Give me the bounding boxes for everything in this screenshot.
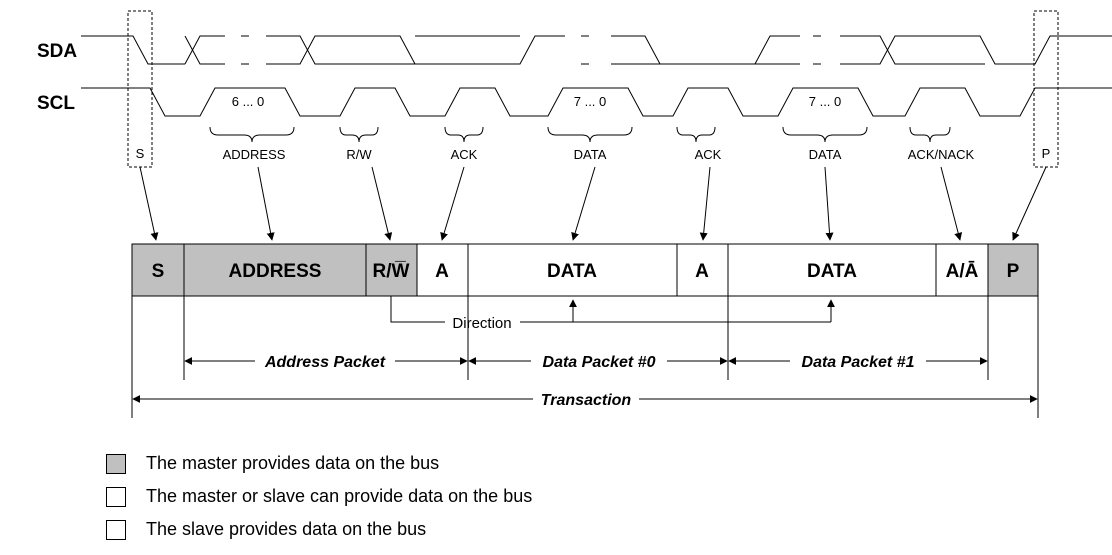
direction-connector	[390, 296, 835, 323]
legend-swatch-slave	[106, 519, 126, 540]
legend-text-slave: The slave provides data on the bus	[146, 519, 427, 539]
bit-group-data-1: DATA	[809, 147, 842, 162]
sda-label: SDA	[37, 41, 77, 62]
field-address	[183, 243, 367, 297]
span-label-bg-data-0	[531, 352, 667, 370]
field-stop	[987, 243, 1039, 297]
bit-group-braces	[209, 126, 951, 143]
span-label-bg-transaction	[533, 390, 639, 408]
legend-row-shared: The master or slave can provide data on …	[106, 485, 532, 508]
scl-waveform	[81, 87, 1112, 117]
direction-label: Direction	[452, 315, 511, 332]
span-data-packet-0: Data Packet #0	[543, 354, 656, 371]
stop-condition-box	[1033, 10, 1059, 168]
span-transaction: Transaction	[541, 392, 632, 409]
legend-text-shared: The master or slave can provide data on …	[146, 486, 533, 506]
scl-label: SCL	[37, 93, 75, 114]
field-data-1	[727, 243, 937, 297]
span-address-packet: Address Packet	[264, 354, 386, 371]
bit-group-address: ADDRESS	[223, 147, 286, 162]
mapping-arrows	[139, 166, 1047, 241]
field-ack-nack	[935, 243, 989, 297]
bit-range-data-1: 7 ... 0	[809, 94, 842, 109]
field-rw-label: R/W̅	[373, 261, 410, 282]
bit-range-data-0: 7 ... 0	[574, 94, 607, 109]
bit-group-data-0: DATA	[574, 147, 607, 162]
sda-waveform	[81, 35, 1112, 65]
bit-group-ack-2: ACK	[695, 147, 722, 162]
bit-range-address: 6 ... 0	[232, 94, 265, 109]
span-label-bg-address	[255, 352, 395, 370]
span-extension-lines	[131, 296, 1039, 418]
span-data-packet-1: Data Packet #1	[802, 354, 915, 371]
span-label-bg-data-1	[790, 352, 926, 370]
start-condition-box	[127, 10, 153, 168]
legend-row-slave: The slave provides data on the bus	[106, 518, 532, 541]
legend-row-master: The master provides data on the bus	[106, 452, 532, 475]
direction-label-bg	[445, 313, 520, 331]
field-ack-nack-label: A/Ā	[946, 261, 979, 282]
field-ack-2	[676, 243, 729, 297]
field-start-label: S	[152, 261, 165, 282]
legend: The master provides data on the bus The …	[106, 452, 532, 551]
field-ack-2-label: A	[695, 261, 709, 282]
bit-group-ack-nack: ACK/NACK	[908, 147, 975, 162]
bit-group-rw: R/W	[346, 147, 372, 162]
field-start	[131, 243, 185, 297]
stop-marker: P	[1042, 146, 1051, 161]
field-ack-label: A	[435, 261, 449, 282]
legend-swatch-master	[106, 453, 126, 474]
field-data-1-label: DATA	[807, 261, 857, 282]
field-data-0	[467, 243, 678, 297]
legend-text-master: The master provides data on the bus	[146, 453, 440, 473]
legend-swatch-shared	[106, 486, 126, 507]
bit-group-ack: ACK	[451, 147, 478, 162]
start-marker: S	[136, 146, 145, 161]
frame: S ADDRESS R/W̅ A DATA A DATA A/Ā P	[131, 243, 1039, 297]
field-address-label: ADDRESS	[229, 261, 322, 282]
field-data-0-label: DATA	[547, 261, 597, 282]
field-stop-label: P	[1007, 261, 1020, 282]
field-ack	[416, 243, 469, 297]
